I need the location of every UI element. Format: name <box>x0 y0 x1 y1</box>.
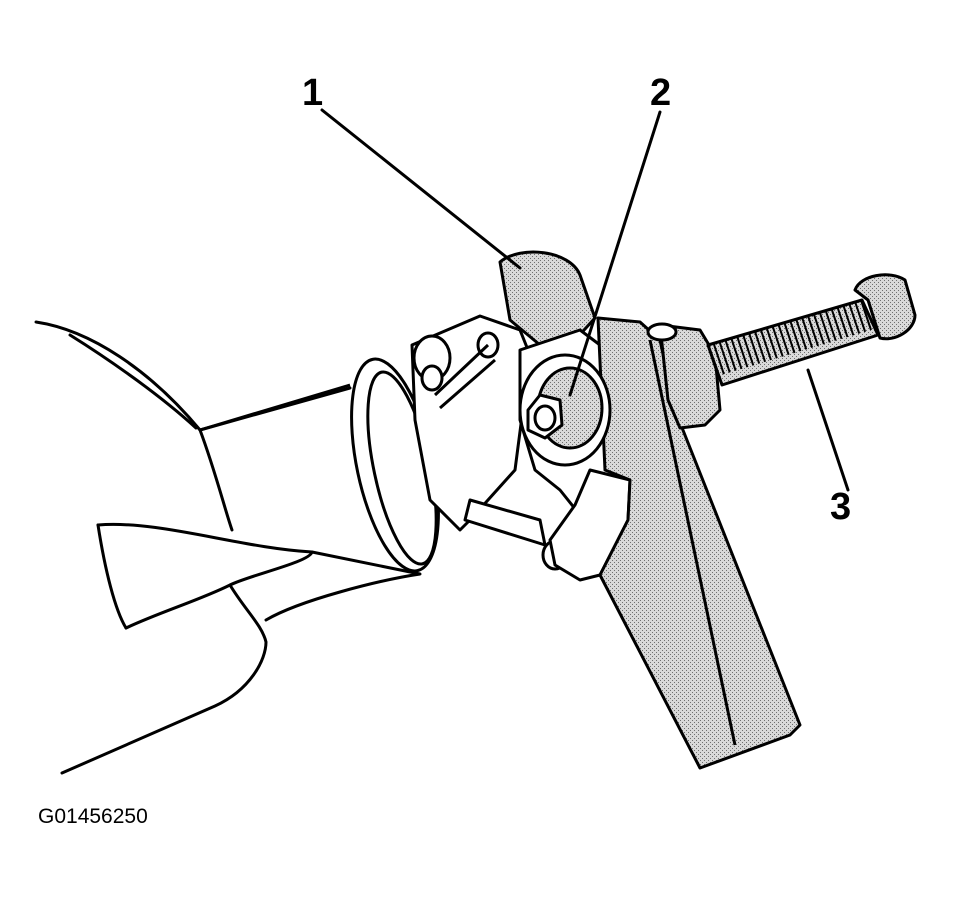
leader-line-1 <box>320 108 522 270</box>
callout-1: 1 <box>302 72 324 114</box>
hand-outline <box>34 320 422 775</box>
puller-arm <box>596 316 802 770</box>
forcing-screw <box>706 273 917 387</box>
leader-line-2 <box>568 110 662 397</box>
center-nut <box>518 353 612 467</box>
leader-line-3 <box>806 368 850 492</box>
callout-3: 3 <box>830 486 852 528</box>
callout-2: 2 <box>650 72 672 114</box>
screw-threads <box>707 299 872 377</box>
leader-lines <box>320 108 850 492</box>
figure-id: G01456250 <box>38 805 148 828</box>
